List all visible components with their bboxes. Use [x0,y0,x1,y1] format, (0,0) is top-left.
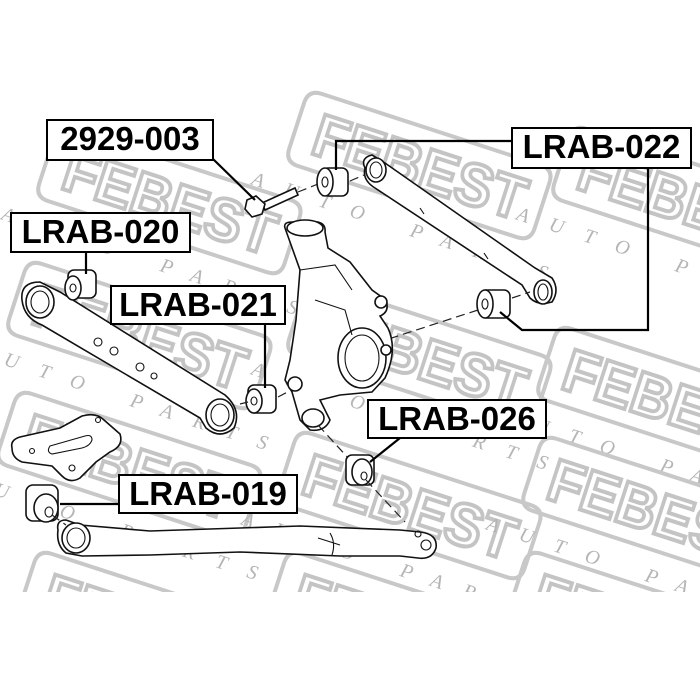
label-lrab-021: LRAB-021 [110,285,286,325]
label-lrab-020: LRAB-020 [10,212,191,253]
bushing-lrab-022-outer [369,289,531,346]
bushing-lrab-022-inner [316,167,365,197]
label-lrab-022: LRAB-022 [511,127,692,169]
bushing-lrab-019 [25,484,67,526]
bolt-part [244,183,319,218]
label-lrab-019: LRAB-019 [118,474,298,514]
leader-lines [60,139,650,506]
lower-control-arm [21,281,238,435]
trailing-arm [56,519,437,560]
bushing-lrab-020 [64,269,97,301]
label-2929-003: 2929-003 [46,119,214,161]
steering-knuckle [283,219,394,461]
label-lrab-026: LRAB-026 [367,399,547,439]
mounting-bracket [10,413,122,482]
bushing-lrab-026 [345,454,406,523]
bushing-lrab-021 [239,384,296,414]
upper-control-arm [362,154,557,305]
